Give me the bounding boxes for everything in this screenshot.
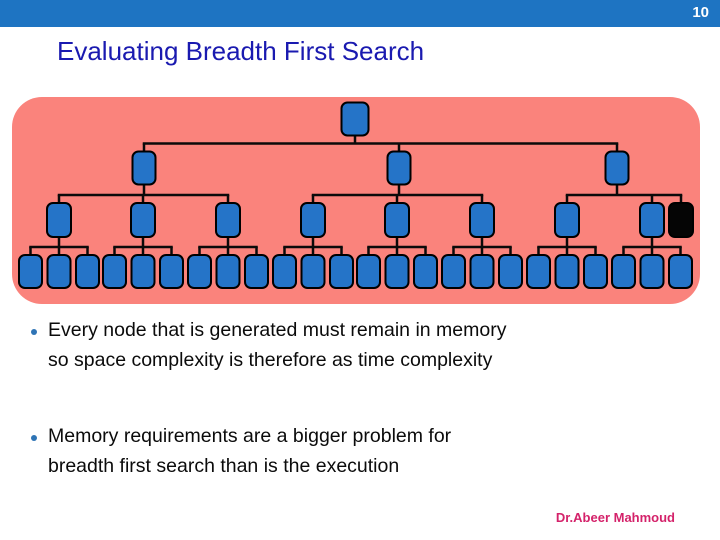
tree-leaf-node [244,254,269,289]
tree-leaf-node [441,254,466,289]
tree-leaf-node [639,254,665,289]
tree-goal-node [668,202,694,238]
tree-leaf-node [668,254,693,289]
tree-leaf-node [498,254,523,289]
tree-leaf-node [187,254,212,289]
bullet-text-memory-nodes: Every node that is generated must remain… [48,319,507,371]
tree-node [131,150,157,186]
header-bar: 10 [0,0,720,27]
bullet-marker [31,329,37,335]
tree-leaf-node [159,254,184,289]
tree-node [46,202,72,238]
slide-title: Evaluating Breadth First Search [57,36,425,66]
tree-leaf-node [469,254,495,289]
tree-leaf-node [102,254,127,289]
tree-leaf-node [554,254,580,289]
tree-leaf-node [215,254,241,289]
tree-node [639,202,665,238]
tree-leaf-node [611,254,636,289]
tree-leaf-node [356,254,381,289]
tree-leaf-node [75,254,100,289]
tree-leaf-node [526,254,551,289]
tree-node [469,202,495,238]
tree-node [604,150,630,186]
tree-node [130,202,156,238]
tree-leaf-node [384,254,410,289]
diagram-panel [12,97,700,304]
tree-leaf-node [329,254,354,289]
tree-leaf-node [300,254,326,289]
page-number: 10 [692,4,709,21]
tree-leaf-node [413,254,438,289]
tree-node [384,202,410,238]
tree-node [386,150,412,186]
tree-leaf-node [18,254,43,289]
tree-node [215,202,241,238]
author-credit: Dr.Abeer Mahmoud [555,510,675,525]
tree-node [554,202,580,238]
tree-leaf-node [272,254,297,289]
tree-leaf-node [46,254,72,289]
tree-node-root [340,101,370,137]
tree-node [300,202,326,238]
tree-leaf-node [130,254,156,289]
bullet-text-memory-requirements: Memory requirements are a bigger problem… [48,425,452,477]
tree-leaf-node [583,254,608,289]
bullet-marker [31,435,37,441]
